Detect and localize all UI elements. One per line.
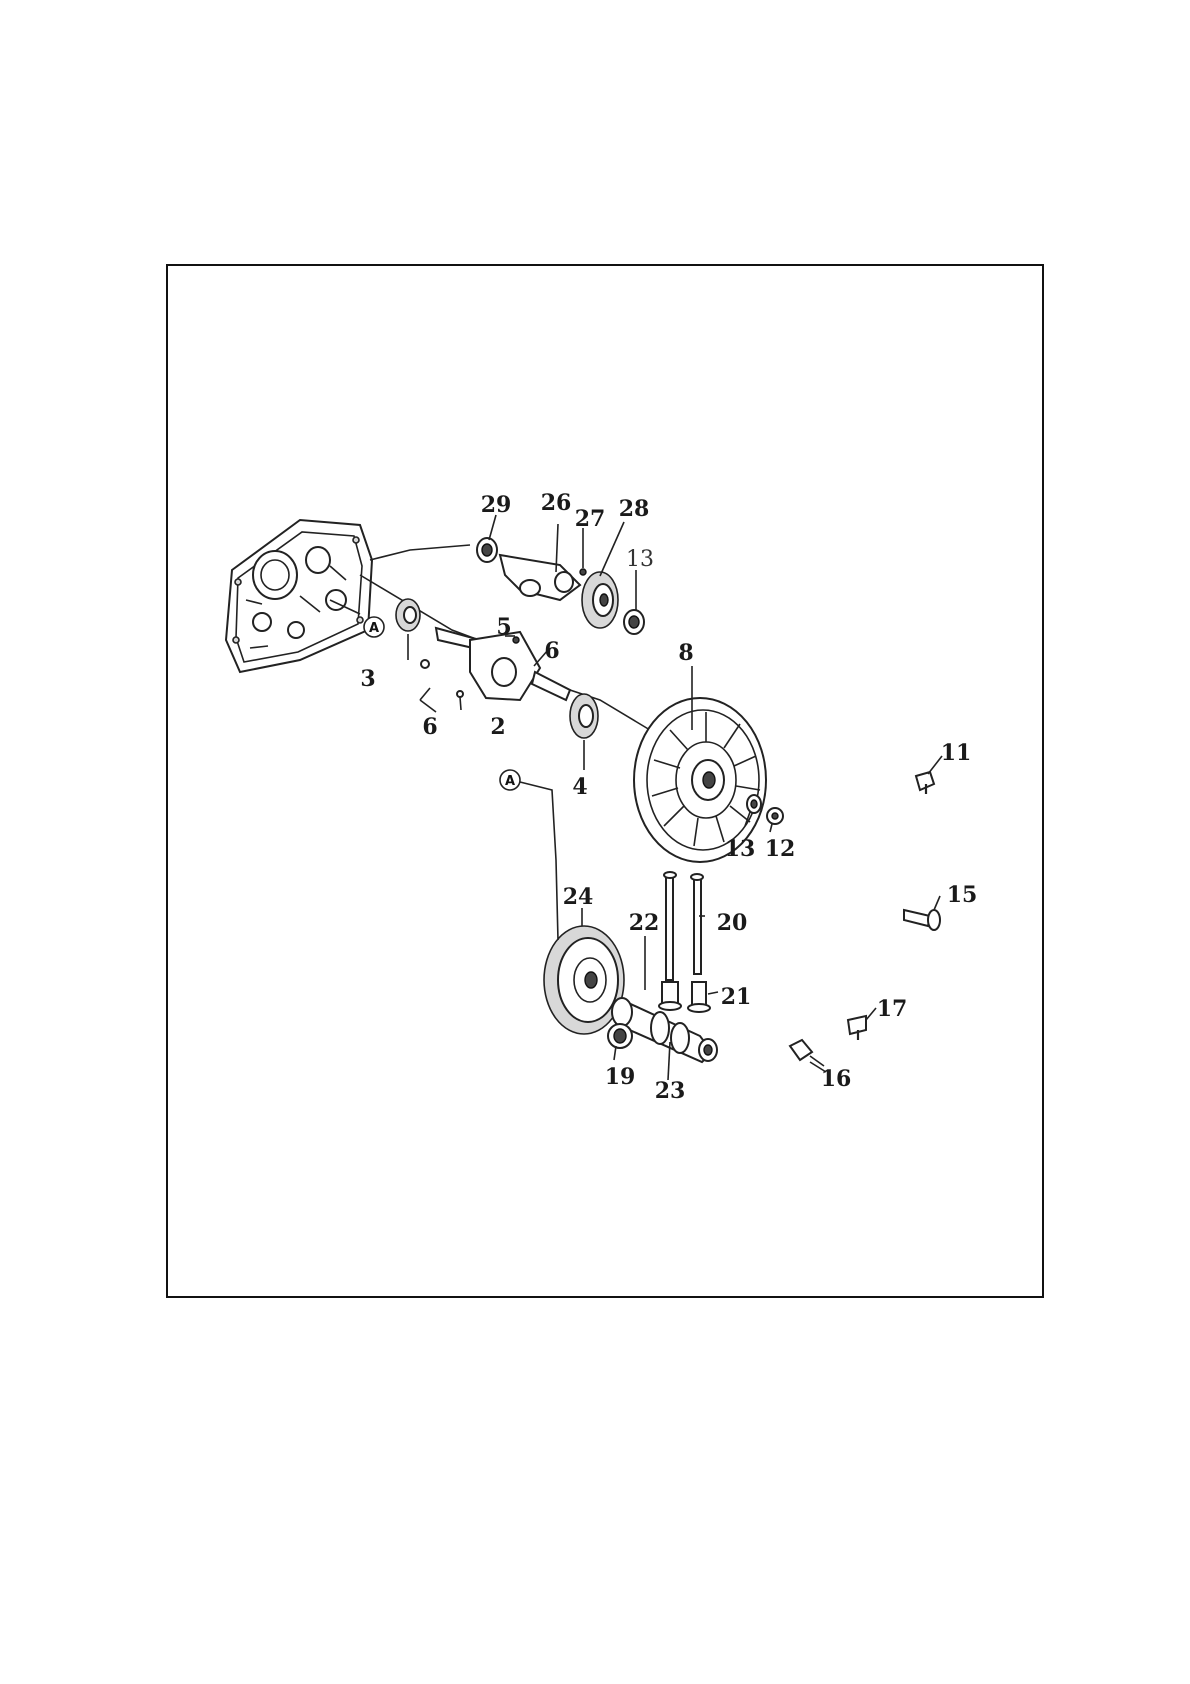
label-17: 17 — [877, 996, 908, 1022]
tappets — [659, 982, 710, 1012]
reference-marker-a-top: A — [364, 617, 384, 637]
balancer-gear — [582, 572, 618, 628]
bushing-19 — [608, 1024, 632, 1048]
part-11 — [916, 772, 934, 794]
label-22: 22 — [629, 910, 660, 936]
label-23: 23 — [655, 1078, 686, 1104]
label-16: 16 — [821, 1066, 852, 1092]
label-19: 19 — [605, 1064, 636, 1090]
label-13-top: 13 — [626, 547, 654, 572]
label-11: 11 — [941, 740, 972, 766]
nut-12 — [767, 808, 783, 824]
label-24: 24 — [563, 884, 594, 910]
balancer-shaft — [477, 538, 586, 600]
label-2: 2 — [490, 714, 505, 740]
washer-13 — [747, 795, 761, 813]
svg-text:A: A — [505, 774, 515, 789]
label-26: 26 — [541, 490, 572, 516]
part-16 — [790, 1040, 824, 1066]
reference-marker-a-bottom: A — [500, 770, 520, 790]
label-29: 29 — [481, 492, 512, 518]
label-5: 5 — [496, 614, 511, 640]
crankcase-cover — [226, 520, 372, 672]
label-12: 12 — [765, 836, 796, 862]
label-28: 28 — [619, 496, 650, 522]
label-13-bottom: 13 — [725, 836, 756, 862]
part-15 — [904, 910, 940, 930]
label-27: 27 — [575, 506, 606, 532]
label-6-bottom: 6 — [422, 714, 437, 740]
label-20: 20 — [717, 910, 748, 936]
bearing-13-top — [624, 610, 644, 634]
push-rods — [664, 872, 703, 980]
label-6-right: 6 — [544, 638, 559, 664]
bearing-4 — [570, 694, 598, 738]
label-3: 3 — [360, 666, 375, 692]
label-15: 15 — [947, 882, 978, 908]
part-17 — [848, 1016, 866, 1040]
label-21: 21 — [721, 984, 752, 1010]
label-8: 8 — [678, 640, 693, 666]
bearing-3 — [396, 599, 420, 631]
svg-text:A: A — [369, 621, 379, 636]
key-pins — [421, 660, 463, 710]
label-4: 4 — [572, 774, 587, 800]
